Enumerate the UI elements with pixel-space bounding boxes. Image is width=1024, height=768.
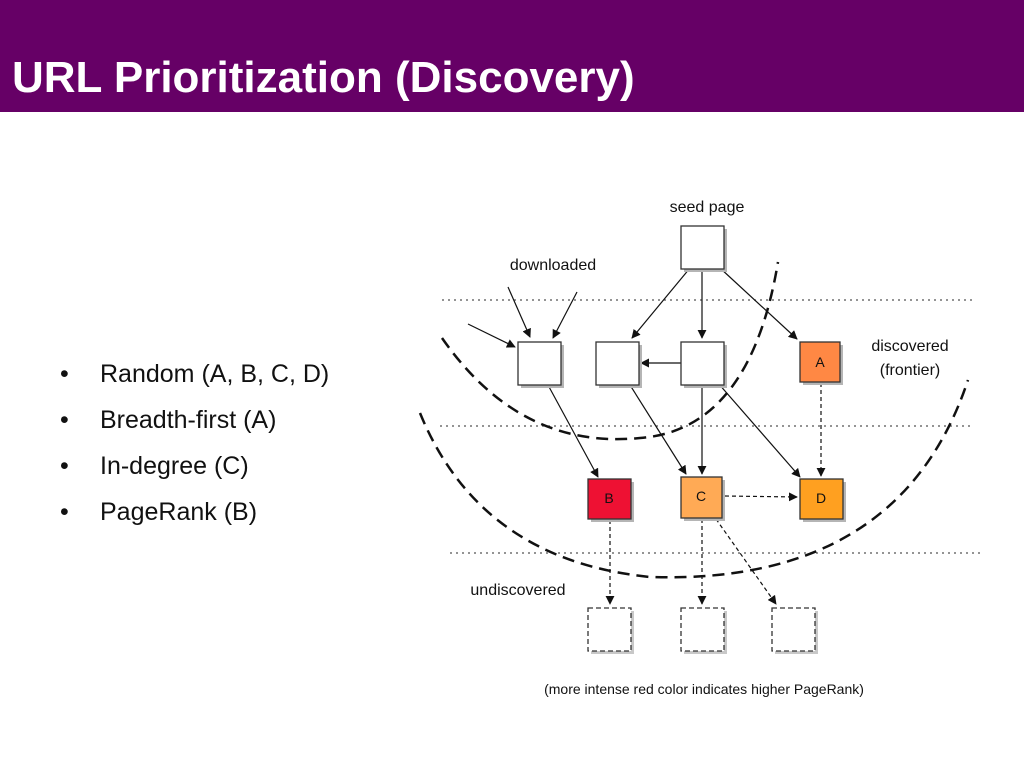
link-arrow-page1-to-b	[547, 384, 599, 478]
frontier-node-a	[799, 341, 841, 383]
bullet-text-breadth-first: Breadth-first (A)	[100, 406, 277, 434]
link-arrow-seed-to-a	[719, 267, 798, 340]
frontier-node-b	[587, 478, 632, 520]
undiscovered-page-node	[771, 607, 816, 652]
bullet-item: • Breadth-first (A)	[60, 400, 329, 446]
incoming-link-arrow	[467, 323, 516, 348]
frontier-node-b-label: B	[604, 490, 613, 506]
discovered-label: discovered	[871, 338, 948, 355]
bullet-dot: •	[60, 498, 69, 526]
bullet-dot: •	[60, 452, 69, 480]
bullet-item: • Random (A, B, C, D)	[60, 354, 329, 400]
downloaded-page-node-3	[680, 341, 725, 386]
link-arrow-seed-to-page2	[631, 267, 691, 339]
undiscovered-page-node	[680, 607, 725, 652]
downloaded-boundary-curve	[440, 261, 780, 441]
undiscovered-page-node	[587, 607, 632, 652]
title-bar: URL Prioritization (Discovery)	[0, 0, 1024, 112]
seed-page-label: seed page	[670, 199, 745, 216]
frontier-node-c	[680, 476, 723, 519]
frontier-boundary-curve	[418, 379, 970, 579]
bullet-text-in-degree: In-degree (C)	[100, 452, 249, 480]
link-arrow-page2-to-c	[629, 384, 687, 475]
link-arrow-page3-to-d	[717, 382, 801, 478]
bullet-dot: •	[60, 360, 69, 388]
pagerank-caption: (more intense red color indicates higher…	[544, 681, 864, 697]
bullet-dot: •	[60, 406, 69, 434]
downloaded-page-node-1	[517, 341, 562, 386]
downloaded-label: downloaded	[510, 257, 596, 274]
bullet-item: • PageRank (B)	[60, 492, 329, 538]
bullet-text-random: Random (A, B, C, D)	[100, 360, 330, 388]
link-arrow-c-to-undiscovered	[715, 518, 777, 605]
slide-title: URL Prioritization (Discovery)	[12, 53, 635, 102]
frontier-node-c-label: C	[696, 488, 706, 504]
bullet-item: • In-degree (C)	[60, 446, 329, 492]
bullet-list: •Random (A, B, C, D) •Breadth-first (A) …	[60, 354, 329, 538]
downloaded-page-node-2	[595, 341, 640, 386]
frontier-label: (frontier)	[880, 362, 940, 379]
downloaded-pointer-arrow	[552, 291, 578, 339]
undiscovered-label: undiscovered	[470, 582, 565, 599]
seed-page-node	[680, 225, 725, 270]
downloaded-pointer-arrow	[507, 286, 531, 338]
frontier-node-a-label: A	[815, 354, 825, 370]
frontier-node-d-label: D	[816, 490, 826, 506]
bullet-text-pagerank: PageRank (B)	[100, 498, 258, 526]
link-arrow-c-to-d	[724, 492, 798, 502]
frontier-node-d	[799, 478, 844, 520]
